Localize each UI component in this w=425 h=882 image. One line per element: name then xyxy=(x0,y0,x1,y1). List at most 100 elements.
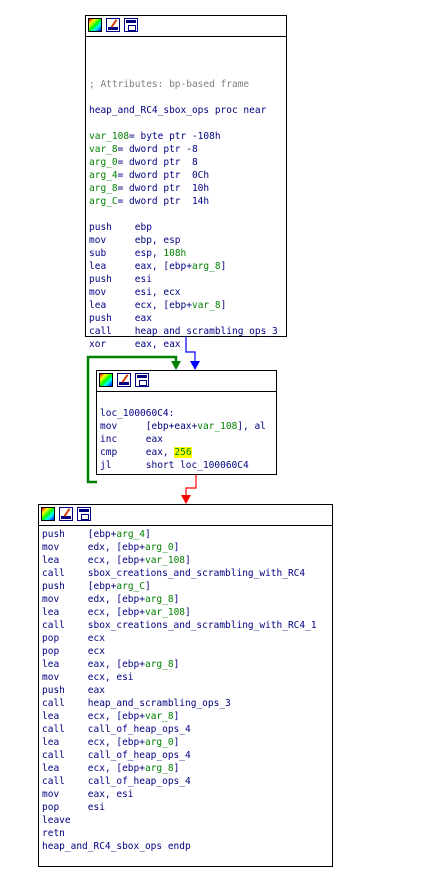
edit-node-icon[interactable] xyxy=(117,373,131,387)
instructions: push [ebp+arg_4]mov edx, [ebp+arg_0]lea … xyxy=(42,528,332,840)
node-view-icon[interactable] xyxy=(77,507,91,521)
var-name: var_108 xyxy=(89,131,130,142)
var-name: arg_4 xyxy=(89,170,118,181)
mnemonic: lea xyxy=(42,659,88,670)
instruction-line[interactable]: jl short loc_100060C4 xyxy=(100,460,249,471)
instruction-line[interactable]: push esi xyxy=(89,274,152,285)
stack-var-line[interactable]: var_108= byte ptr -108h xyxy=(89,130,286,143)
mnemonic: lea xyxy=(42,763,88,774)
instruction-line[interactable]: pop ecx xyxy=(42,646,105,657)
operand-ref[interactable]: var_108 xyxy=(197,421,238,432)
instruction-line[interactable]: mov ecx, esi xyxy=(42,672,134,683)
mnemonic: cmp xyxy=(100,447,146,458)
mnemonic: push xyxy=(42,529,88,540)
instruction-line[interactable]: lea eax, [ebp+arg_8] xyxy=(42,659,180,670)
block-body: loc_100060C4: mov [ebp+eax+var_108], al i… xyxy=(97,392,276,472)
instruction-line[interactable]: call heap_and_scrambling_ops_3 xyxy=(89,326,278,337)
instruction-line[interactable]: sub esp, 108h xyxy=(89,248,187,259)
operand-ref[interactable]: arg_8 xyxy=(191,261,221,272)
instruction-line[interactable]: push eax xyxy=(42,685,105,696)
proc-declaration[interactable]: heap_and_RC4_sbox_ops proc near xyxy=(89,105,267,116)
var-name: arg_0 xyxy=(89,157,118,168)
mnemonic: inc xyxy=(100,434,146,445)
instruction-line[interactable]: xor eax, eax xyxy=(89,339,181,350)
stack-var-line[interactable]: arg_C= dword ptr 14h xyxy=(89,195,286,208)
graph-colors-icon[interactable] xyxy=(99,373,113,387)
node-view-icon[interactable] xyxy=(124,18,138,32)
instruction-line[interactable]: mov edx, [ebp+arg_0] xyxy=(42,542,180,553)
code-block-loop[interactable]: loc_100060C4: mov [ebp+eax+var_108], al i… xyxy=(96,370,277,475)
code-block-exit[interactable]: push [ebp+arg_4]mov edx, [ebp+arg_0]lea … xyxy=(38,504,333,867)
graph-colors-icon[interactable] xyxy=(88,18,102,32)
instruction-line[interactable]: push [ebp+arg_C] xyxy=(42,581,151,592)
instruction-line[interactable]: lea ecx, [ebp+var_8] xyxy=(89,300,227,311)
operand-ref[interactable]: arg_C xyxy=(116,581,145,592)
operand-ref[interactable]: arg_8 xyxy=(144,763,174,774)
instruction-line[interactable]: inc eax xyxy=(100,434,163,445)
instruction-line[interactable]: lea ecx, [ebp+arg_8] xyxy=(42,763,180,774)
operand-ref[interactable]: 108h xyxy=(163,248,187,259)
block-header xyxy=(39,505,332,526)
edge-true-arrow xyxy=(171,361,181,370)
mnemonic: lea xyxy=(42,711,88,722)
mnemonic: jl xyxy=(100,460,146,471)
instruction-line[interactable]: mov [ebp+eax+var_108], al xyxy=(100,421,266,432)
operand-ref[interactable]: var_108 xyxy=(144,607,186,618)
instruction-line[interactable]: retn xyxy=(42,827,332,840)
instruction-line[interactable]: call call_of_heap_ops_4 xyxy=(42,750,191,761)
instruction-line[interactable]: call sbox_creations_and_scrambling_with_… xyxy=(42,620,317,631)
instruction-line[interactable]: cmp eax, 256 xyxy=(100,447,192,458)
mnemonic: mov xyxy=(42,672,88,683)
operand-ref[interactable]: arg_4 xyxy=(116,529,145,540)
loop-label[interactable]: loc_100060C4: xyxy=(100,408,175,419)
operand-ref[interactable]: arg_0 xyxy=(144,737,174,748)
mnemonic: lea xyxy=(42,607,88,618)
instruction-line[interactable]: push ebp xyxy=(89,222,152,233)
operand-ref[interactable]: arg_0 xyxy=(144,542,174,553)
instruction-line[interactable]: push [ebp+arg_4] xyxy=(42,529,151,540)
instruction-line[interactable]: call call_of_heap_ops_4 xyxy=(42,724,191,735)
instruction-line[interactable]: call call_of_heap_ops_4 xyxy=(42,776,191,787)
instruction-line[interactable]: lea eax, [ebp+arg_8] xyxy=(89,261,227,272)
mnemonic: push xyxy=(89,274,135,285)
operand-ref[interactable]: arg_8 xyxy=(144,659,174,670)
mnemonic: call xyxy=(42,698,88,709)
block-body: ; Attributes: bp-based frame heap_and_RC… xyxy=(86,37,286,351)
mnemonic: call xyxy=(42,724,88,735)
graph-colors-icon[interactable] xyxy=(41,507,55,521)
instruction-line[interactable]: mov edx, [ebp+arg_8] xyxy=(42,594,180,605)
mnemonic: retn xyxy=(42,828,88,839)
mnemonic: call xyxy=(42,750,88,761)
instruction-line[interactable]: lea ecx, [ebp+var_8] xyxy=(42,711,180,722)
stack-var-line[interactable]: arg_0= dword ptr 8 xyxy=(89,156,286,169)
highlighted-immediate[interactable]: 256 xyxy=(174,447,192,458)
edit-node-icon[interactable] xyxy=(59,507,73,521)
instruction-line[interactable]: mov eax, esi xyxy=(42,789,134,800)
operand-ref[interactable]: arg_8 xyxy=(144,594,174,605)
operand-ref[interactable]: var_8 xyxy=(144,711,174,722)
instruction-line[interactable]: push eax xyxy=(89,313,152,324)
stack-var-line[interactable]: arg_8= dword ptr 10h xyxy=(89,182,286,195)
instruction-line[interactable]: call heap_and_scrambling_ops_3 xyxy=(42,698,231,709)
node-view-icon[interactable] xyxy=(135,373,149,387)
instruction-line[interactable]: pop ecx xyxy=(42,633,105,644)
mnemonic: lea xyxy=(42,737,88,748)
instruction-line[interactable]: leave xyxy=(42,814,332,827)
block-header xyxy=(97,371,276,392)
instruction-line[interactable]: call sbox_creations_and_scrambling_with_… xyxy=(42,568,306,579)
instruction-line[interactable]: mov esi, ecx xyxy=(89,287,181,298)
edit-node-icon[interactable] xyxy=(106,18,120,32)
code-block-entry[interactable]: ; Attributes: bp-based frame heap_and_RC… xyxy=(85,15,287,350)
instruction-line[interactable]: lea ecx, [ebp+var_108] xyxy=(42,555,191,566)
stack-var-line[interactable]: var_8= dword ptr -8 xyxy=(89,143,286,156)
instruction-line[interactable]: lea ecx, [ebp+var_108] xyxy=(42,607,191,618)
instruction-line[interactable]: pop esi xyxy=(42,802,105,813)
instruction-line[interactable]: lea ecx, [ebp+arg_0] xyxy=(42,737,180,748)
stack-var-line[interactable]: arg_4= dword ptr 0Ch xyxy=(89,169,286,182)
proc-end[interactable]: heap_and_RC4_sbox_ops endp xyxy=(42,841,191,852)
instruction-line[interactable]: mov ebp, esp xyxy=(89,235,181,246)
edge-false xyxy=(185,337,196,362)
operand-ref[interactable]: var_108 xyxy=(144,555,186,566)
operand-ref[interactable]: var_8 xyxy=(191,300,221,311)
